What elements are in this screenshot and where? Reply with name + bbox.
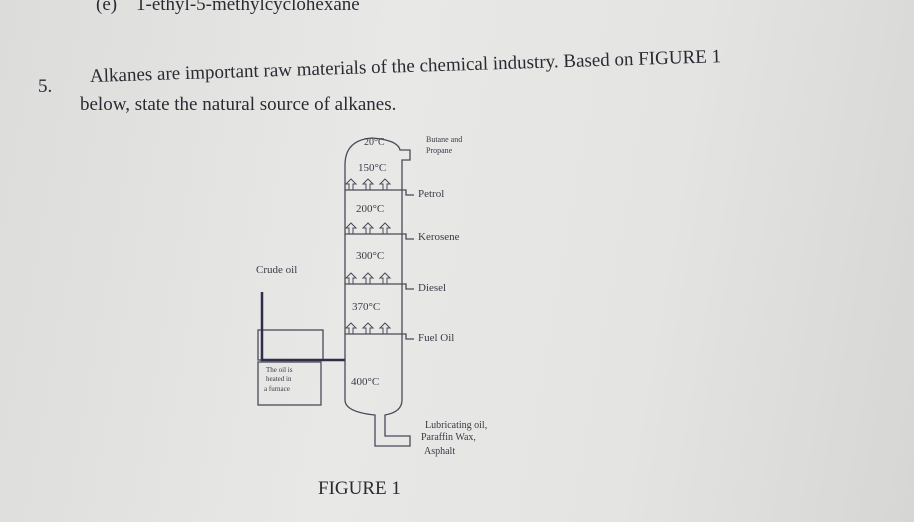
furnace-line-2: heated in <box>266 375 292 383</box>
fraction-diesel: Diesel <box>418 282 447 294</box>
temp-150: 150°C <box>358 162 387 174</box>
part-e-text: 1-ethyl-5-methylcyclohexane <box>136 0 360 15</box>
crude-oil-label: Crude oil <box>256 264 298 276</box>
temp-20: 20°C <box>364 137 385 148</box>
figure-caption: FIGURE 1 <box>318 478 401 499</box>
fraction-petrol: Petrol <box>418 188 445 200</box>
crude-oil-pipe <box>260 292 345 362</box>
question-line-2: below, state the natural source of alkan… <box>80 94 397 115</box>
fraction-paraffin-wax: Paraffin Wax, <box>421 432 476 443</box>
vapour-arrows <box>344 178 392 334</box>
fraction-asphalt: Asphalt <box>424 446 456 457</box>
part-e-label: (e) <box>96 0 118 15</box>
furnace-line-3: a furnace <box>264 385 290 393</box>
fraction-propane: Propane <box>426 146 453 155</box>
fraction-butane-line1: Butane and <box>426 135 463 144</box>
temp-370: 370°C <box>352 301 381 313</box>
temp-400: 400°C <box>351 376 380 388</box>
column-outline <box>344 137 411 447</box>
furnace-line-1: The oil is <box>266 366 293 374</box>
question-number: 5. <box>38 76 53 97</box>
temp-300: 300°C <box>356 250 385 262</box>
temp-200: 200°C <box>356 203 385 215</box>
fraction-kerosene: Kerosene <box>418 231 460 243</box>
fraction-fuel-oil: Fuel Oil <box>418 332 455 344</box>
fraction-lubricating-oil: Lubricating oil, <box>425 420 488 431</box>
